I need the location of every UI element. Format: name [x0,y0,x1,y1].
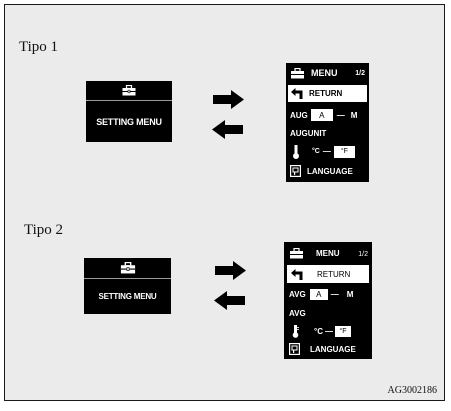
arrow-right-icon [213,90,244,109]
figure-code: AG3002186 [387,385,437,396]
toolbox-icon [120,262,135,274]
page-indicator: 1/2 [358,251,368,258]
temp-dash: — [324,326,333,336]
language-label: LANGUAGE [307,166,353,176]
avg-unit-label: AVG [289,308,306,318]
arrow-left-icon [212,120,243,139]
avg-unit-row[interactable]: AUGUNIT [286,125,369,141]
avg-label: AVG [289,289,306,299]
menu-header: MENU 1/2 [284,245,372,261]
language-icon [289,343,300,355]
avg-option-m[interactable]: M [350,110,358,120]
divider [84,278,171,279]
temp-unit-row[interactable]: °C — °F [286,143,369,160]
temp-option-c[interactable]: °C [314,326,323,336]
menu-panel-tipo2: MENU 1/2 RETURN AVG A — M AVG °C [284,242,372,359]
menu-title: MENU [311,68,338,78]
setting-menu-panel-tipo1: SETTING MENU [86,81,172,142]
language-icon [290,165,301,177]
toolbox-icon-row [84,258,171,278]
menu-header: MENU 1/2 [286,65,369,81]
setting-menu-title: SETTING MENU [98,292,157,301]
avg-dash: — [330,289,339,299]
avg-dash: — [336,110,345,120]
return-arrow-icon [291,88,303,99]
toolbox-icon [122,85,136,96]
page-indicator: 1/2 [355,70,365,77]
thermometer-icon [293,144,299,159]
return-label: RETURN [309,89,343,98]
return-label: RETURN [317,269,351,279]
toolbox-icon [290,247,303,258]
avg-mode-row[interactable]: AUG A — M [286,107,369,123]
divider [86,100,172,101]
menu-title: MENU [316,248,340,258]
avg-unit-row[interactable]: AVG [284,305,372,321]
return-arrow-icon [291,268,303,280]
temp-option-f[interactable]: °F [333,145,355,158]
temp-option-f[interactable]: °F [334,325,351,337]
tipo-2-label: Tipo 2 [24,222,64,238]
toolbox-icon [291,67,304,78]
setting-menu-title: SETTING MENU [96,116,162,127]
toolbox-icon-row [86,81,172,100]
avg-option-a[interactable]: A [309,288,328,300]
avg-option-a[interactable]: A [310,109,333,121]
tipo-1-label: Tipo 1 [19,39,59,55]
language-row[interactable]: LANGUAGE [286,163,369,179]
temp-dash: — [322,147,331,156]
arrow-left-icon [214,291,245,310]
language-label: LANGUAGE [310,344,356,354]
setting-menu-panel-tipo2: SETTING MENU [84,258,171,314]
temp-option-c[interactable]: °C [312,148,320,155]
thermometer-icon [292,324,299,338]
language-row[interactable]: LANGUAGE [284,341,372,357]
return-button[interactable]: RETURN [287,265,369,283]
avg-label: AUG [290,110,308,120]
figure-frame: Tipo 1 SETTING MENU MENU 1/2 [4,4,445,401]
avg-unit-label: AUGUNIT [290,128,327,138]
menu-panel-tipo1: MENU 1/2 RETURN AUG A — M AUGUNIT °C — °… [286,63,369,182]
temp-unit-row[interactable]: °C — °F [284,323,372,339]
avg-mode-row[interactable]: AVG A — M [284,286,372,302]
avg-option-m[interactable]: M [346,289,354,299]
arrow-right-icon [215,261,246,280]
return-button[interactable]: RETURN [288,85,367,102]
